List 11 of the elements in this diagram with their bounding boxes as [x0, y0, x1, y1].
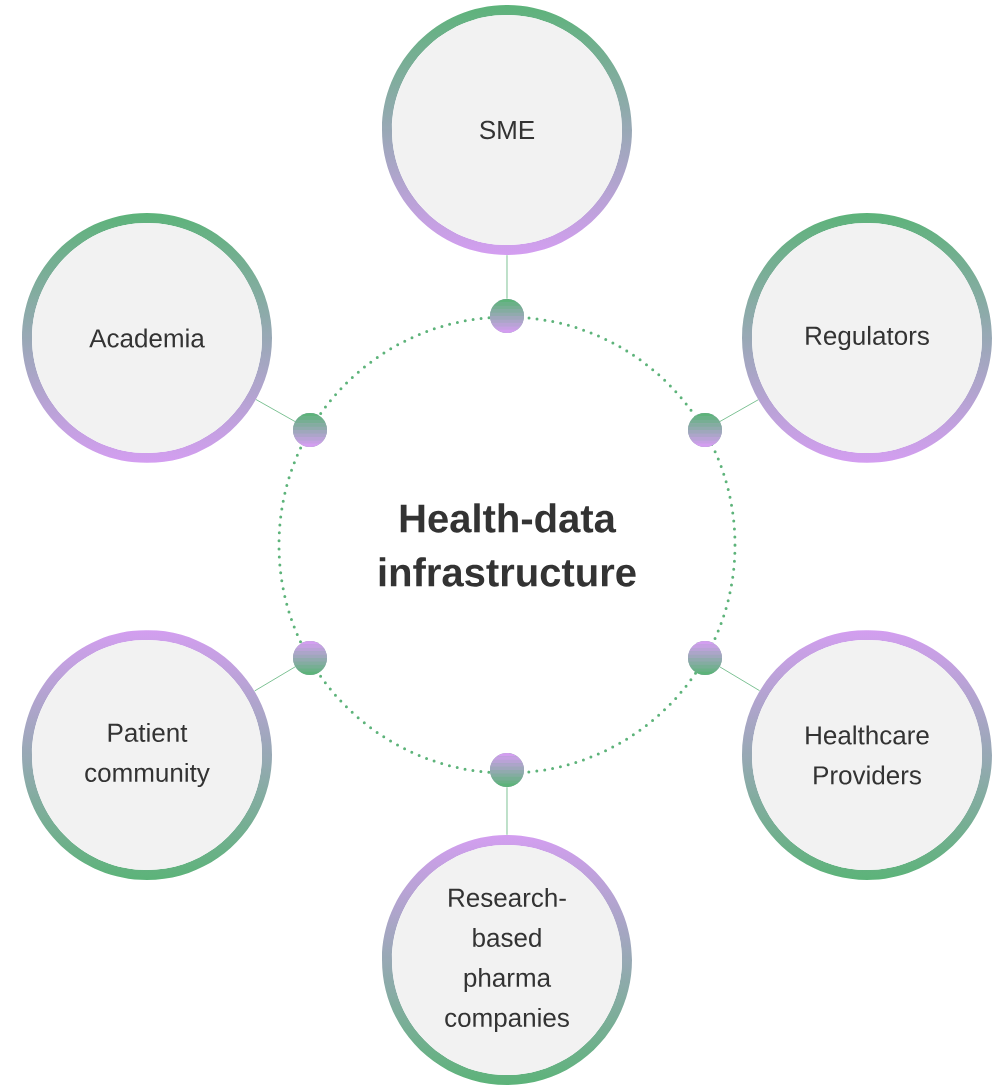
connector-dot [293, 413, 327, 447]
connector-dot [688, 641, 722, 675]
connector-line [719, 399, 759, 422]
connector-dot [490, 299, 524, 333]
connector-line [506, 786, 508, 836]
connector-dot [490, 753, 524, 787]
connector-line [255, 399, 296, 422]
connector-line [506, 254, 508, 300]
connector-dot [688, 413, 722, 447]
connector-line [719, 666, 760, 692]
connector-line [254, 666, 296, 692]
